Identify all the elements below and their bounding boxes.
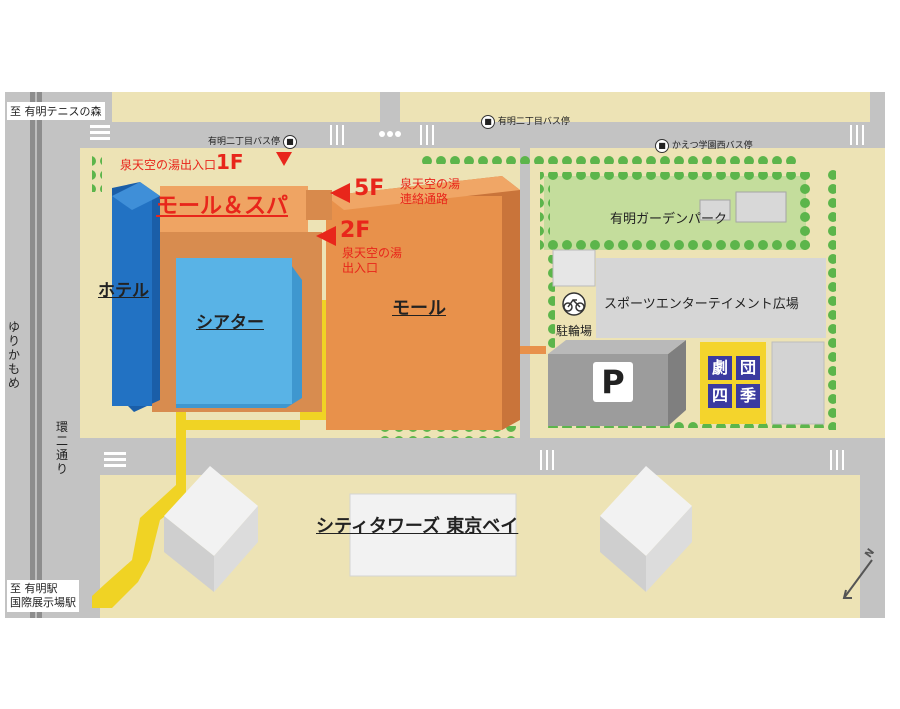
traffic-dots (379, 131, 401, 137)
entrance-2f-arrow-icon (316, 226, 336, 246)
bus-icon: ■ (655, 138, 669, 153)
south-tower-east (600, 466, 692, 592)
label-theater: シアター (196, 313, 264, 333)
theater-building (176, 258, 302, 408)
north-arrow-icon (842, 559, 873, 599)
label-kanni-dori: 環二通り (56, 420, 69, 476)
bus-stop-3-label: かえつ学園西バス停 (671, 141, 753, 151)
block-far-east (835, 148, 885, 438)
label-tennis-forest: 至 有明テニスの森 (7, 102, 105, 120)
label-hotel: ホテル (98, 281, 149, 301)
entrance-2f-line2: 出入口 (342, 261, 379, 275)
building-east (771, 341, 825, 425)
mall-building (326, 176, 520, 430)
block-north-right (400, 92, 870, 122)
connector (520, 346, 546, 354)
shiki-char-2: 団 (739, 358, 756, 377)
label-city-towers: シティタワーズ 東京ベイ (316, 516, 519, 537)
shiki-char-1: 劇 (711, 358, 728, 377)
label-parking: P (601, 363, 625, 401)
bus-icon: ■ (481, 114, 495, 129)
entrance-2f-line1: 泉天空の湯 (342, 246, 403, 260)
entrance-2f-floor: 2F (340, 218, 371, 243)
walking-path (92, 300, 326, 608)
garden-park-trees (540, 172, 810, 250)
label-mall: モール (392, 298, 446, 319)
south-tower-west (164, 466, 258, 592)
bicycle-icon (562, 292, 586, 316)
entrance-2f-text: 泉天空の湯 出入口 (342, 246, 402, 276)
entrance-1f-text: 泉天空の湯出入口 (120, 158, 217, 172)
label-mall-spa: モール＆スパ (156, 194, 289, 219)
label-sports-plaza: スポーツエンターテイメント広場 (604, 297, 799, 312)
label-station-ariake: 至 有明駅 (10, 582, 58, 595)
shiki-char-4: 季 (739, 386, 756, 405)
entrance-5f-text: 泉天空の湯 連絡通路 (400, 177, 460, 207)
shiki-theater-building (700, 342, 766, 424)
label-station: 至 有明駅 国際展示場駅 (7, 580, 79, 612)
tree-line-north (418, 152, 798, 164)
crosswalks (90, 125, 864, 470)
block-north-left (112, 92, 380, 122)
hotel-building (112, 182, 160, 412)
bus-stop-2: ■ 有明二丁目バス停 (481, 114, 570, 129)
bus-stop-1: 有明二丁目バス停 ■ (208, 134, 297, 149)
bus-stop-2-label: 有明二丁目バス停 (497, 117, 570, 127)
bus-stop-3: ■ かえつ学園西バス停 (655, 138, 753, 153)
parking-building (548, 340, 686, 426)
label-bicycle-parking: 駐輪場 (556, 324, 593, 338)
entrance-1f-arrow-icon (276, 152, 292, 166)
bus-icon: ■ (282, 134, 297, 149)
shiki-char-3: 四 (711, 386, 728, 405)
small-building (552, 249, 596, 287)
entrance-5f-line2: 連絡通路 (400, 192, 449, 206)
sports-plaza-area (596, 258, 826, 338)
south-tower-center (349, 493, 517, 577)
label-station-kokusai: 国際展示場駅 (10, 596, 76, 609)
entrance-5f-line1: 泉天空の湯 (400, 177, 461, 191)
entrance-1f: 泉天空の湯出入口1F (120, 150, 244, 174)
entrance-5f-arrow-icon (330, 183, 350, 203)
bus-stop-1-label: 有明二丁目バス停 (208, 137, 281, 147)
label-yurikamome: ゆりかもめ (8, 320, 24, 390)
label-garden-park: 有明ガーデンパーク (610, 212, 728, 227)
tree-line-east (824, 170, 836, 430)
garden-park-structure (699, 191, 787, 223)
tree-line-mid (545, 255, 555, 420)
entrance-5f-floor: 5F (354, 176, 385, 201)
tree-line-southeast (545, 418, 825, 428)
tree-line-west (92, 152, 102, 192)
entrance-1f-floor: 1F (216, 150, 244, 174)
